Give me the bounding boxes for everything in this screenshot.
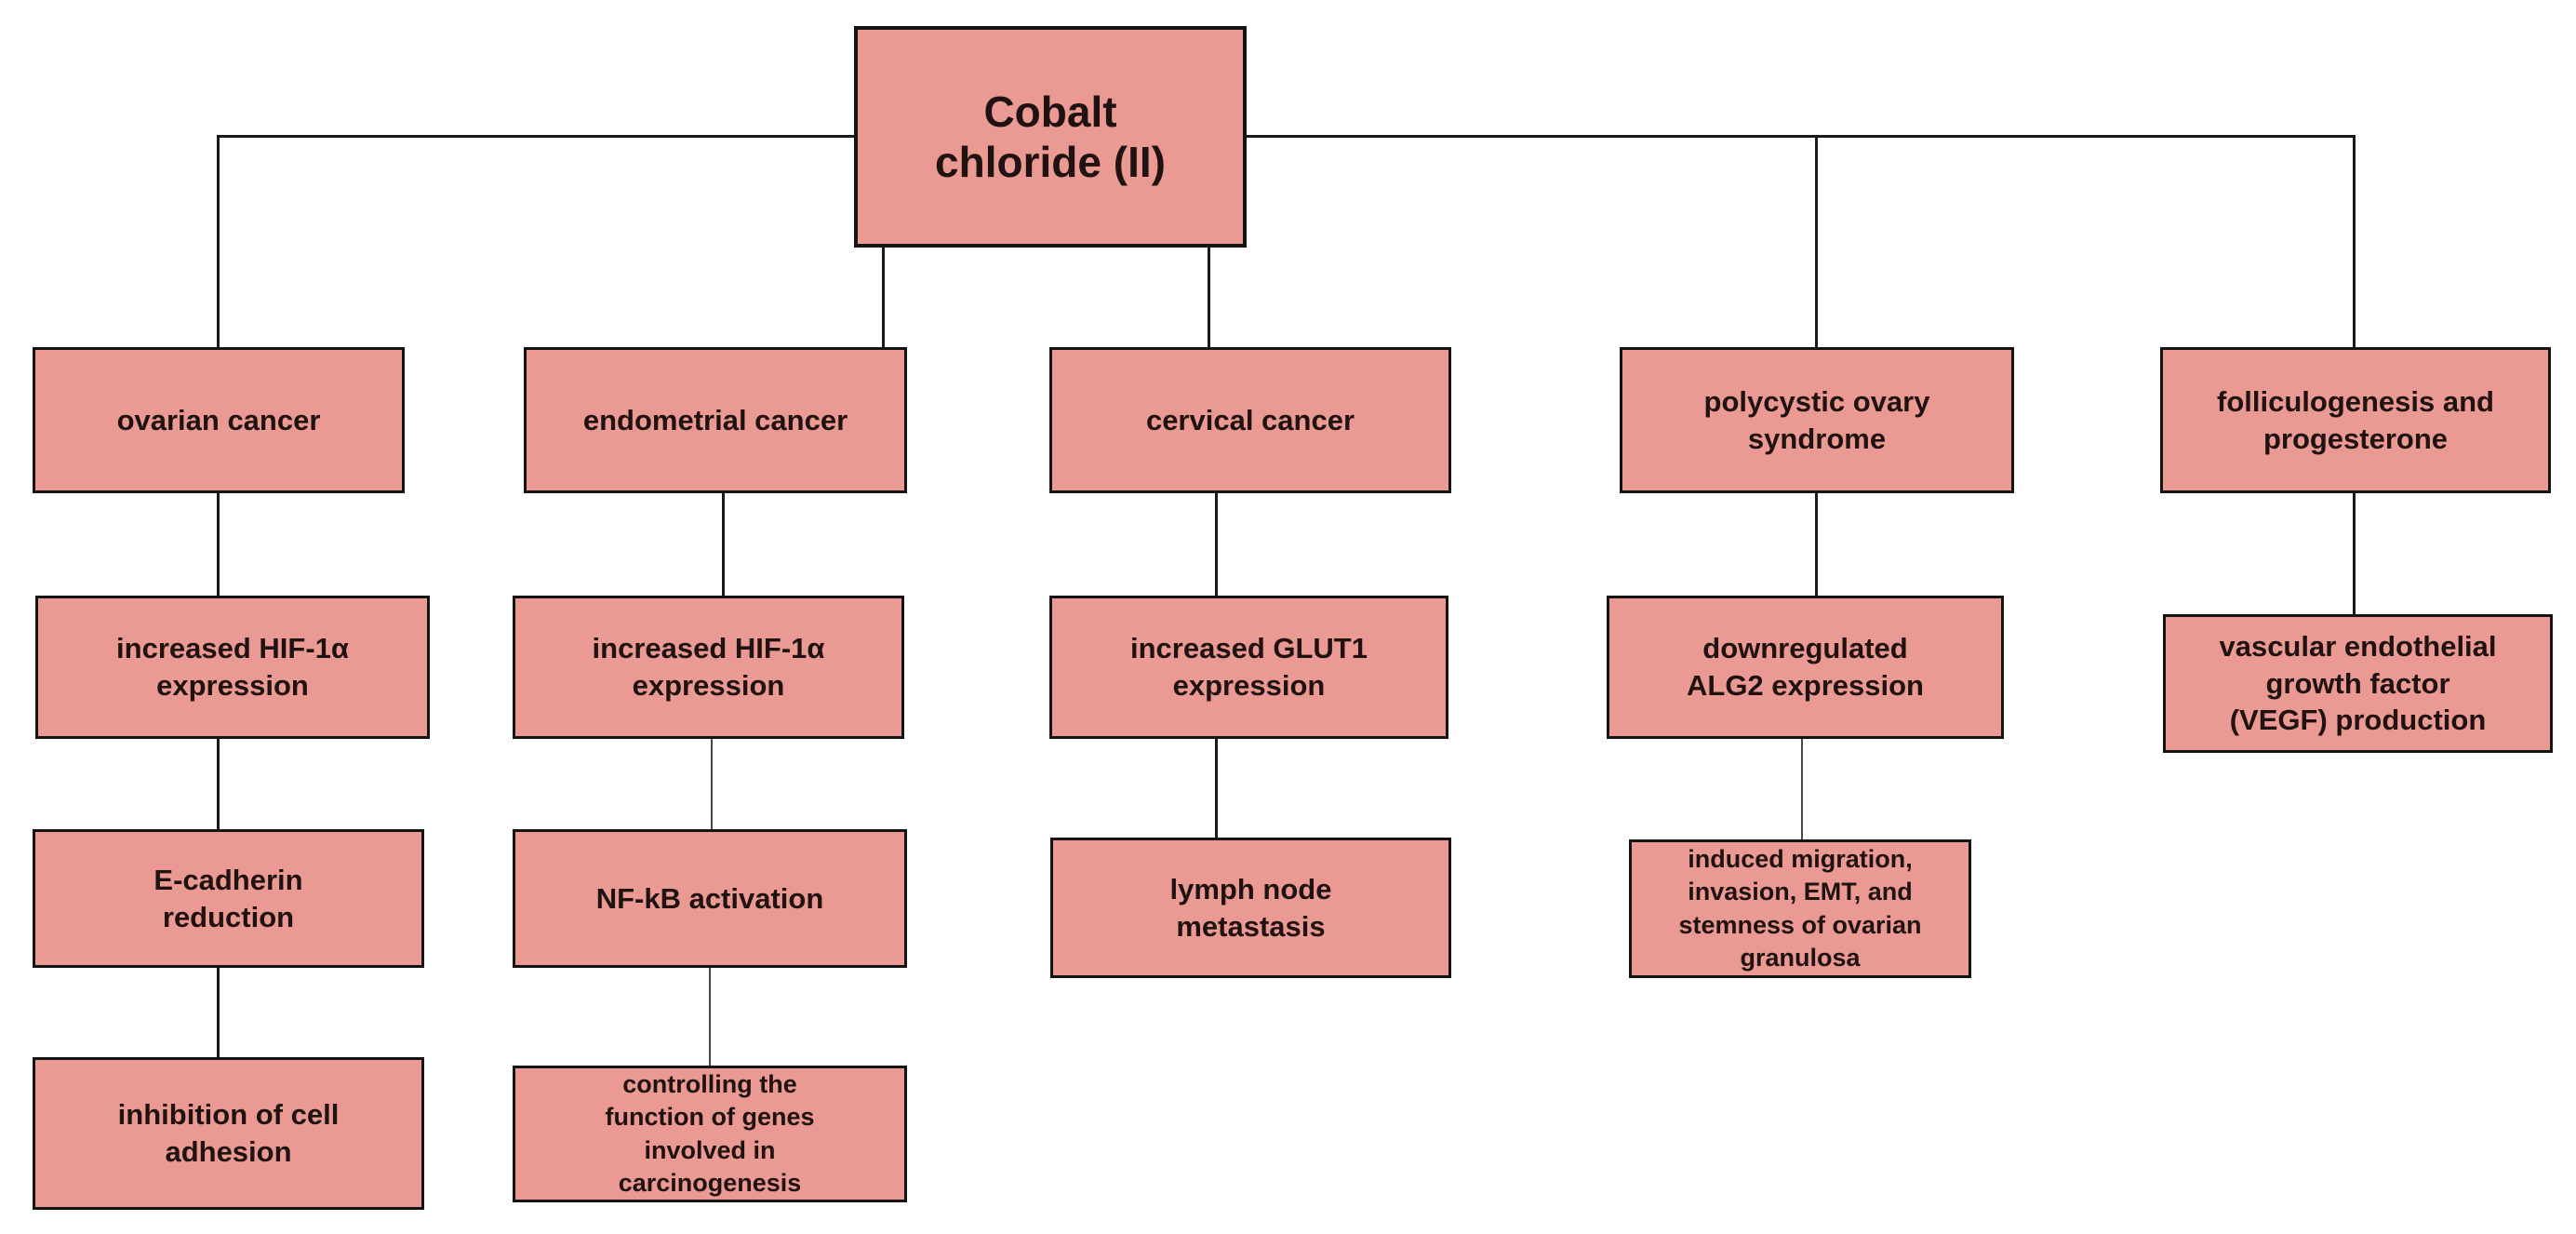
connector-ovarian-to-hif1a	[217, 492, 220, 597]
connector-trunk-left	[219, 135, 854, 138]
node-ovarian-cancer: ovarian cancer	[33, 347, 405, 493]
connector-nfkb-to-genes	[709, 967, 711, 1066]
node-nf-kb-activation: NF-kB activation	[513, 829, 907, 968]
connector-endometrial-to-hif1a	[722, 492, 725, 597]
connector-hif1a-to-ecadherin	[217, 738, 220, 830]
connector-hif1a-to-nfkb	[711, 738, 713, 830]
connector-root-to-endometrial	[882, 245, 885, 348]
connector-root-to-pcos	[1815, 135, 1818, 348]
connector-ecadherin-to-adhesion	[217, 967, 220, 1058]
connector-glut1-to-lymph	[1215, 738, 1218, 838]
connector-folliculogenesis-to-vegf	[2353, 492, 2356, 615]
connector-trunk-right	[1247, 135, 2356, 138]
connector-root-to-folliculogenesis	[2353, 135, 2356, 348]
connector-root-to-ovarian	[217, 135, 220, 348]
connector-root-to-cervical	[1208, 245, 1210, 348]
connector-pcos-to-alg2	[1815, 492, 1818, 597]
node-cervical-cancer: cervical cancer	[1049, 347, 1451, 493]
connector-alg2-to-granulosa	[1801, 738, 1803, 840]
connector-cervical-to-glut1	[1215, 492, 1218, 597]
node-endometrial-cancer: endometrial cancer	[524, 347, 907, 493]
